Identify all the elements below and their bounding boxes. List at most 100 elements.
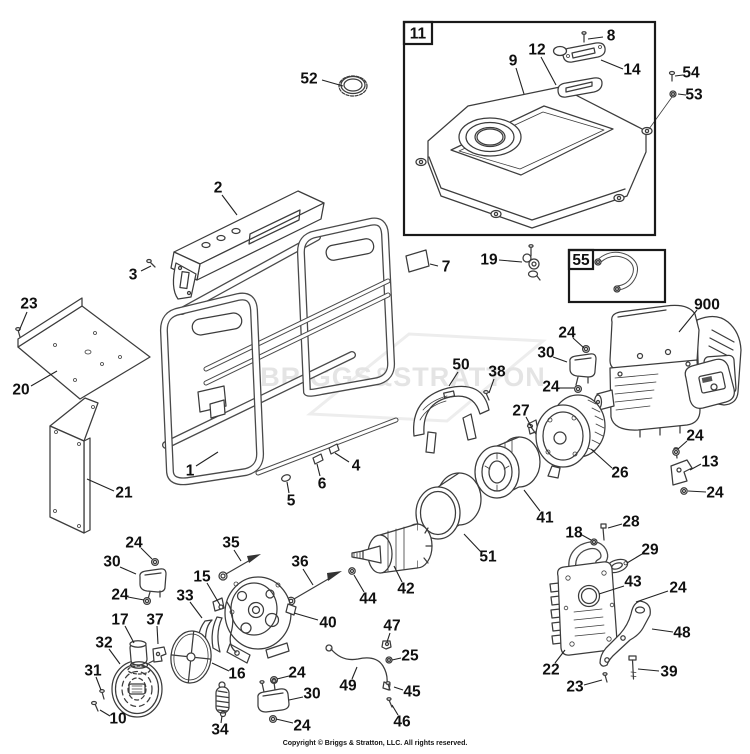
shroud-art [413,385,490,454]
bracket-48 [599,600,651,667]
callout-label: 24 [669,580,687,597]
callout-29: 29 [626,542,659,564]
mounting-plate-art [17,297,151,400]
callout-label: 24 [293,718,311,735]
callout-label: 50 [452,357,469,374]
starter-cup-art [127,640,151,675]
screw-3 [146,258,156,268]
callout-40: 40 [293,612,337,632]
callout-label: 24 [558,325,576,342]
callout-label: 48 [673,625,691,642]
callout-13: 13 [689,454,719,471]
callout-1: 1 [186,451,219,480]
inset-box-11: 11 [402,20,657,237]
callout-16: 16 [211,662,246,683]
inset-box-label: 11 [410,26,427,43]
callout-label: 24 [288,665,306,682]
callout-22: 22 [542,649,566,679]
callout-label: 900 [694,297,720,314]
callout-38: 38 [488,364,506,394]
callout-53: 53 [677,87,703,104]
callout-label: 23 [566,679,584,696]
callout-label: 14 [623,62,641,79]
nut-24 [142,596,152,606]
callout-label: 22 [542,662,559,679]
side-panel-art [49,397,99,534]
callout-24: 24 [276,665,306,682]
fuel-hose-art [594,251,638,293]
stator-art [474,436,541,499]
callout-19: 19 [480,252,523,269]
callout-label: 33 [176,588,194,605]
callout-label: 42 [397,581,414,598]
nut-24 [680,487,688,495]
callout-24: 24 [542,379,574,396]
fuel-tank-art [415,77,653,229]
nut-24 [581,344,591,354]
callout-label: 52 [300,71,317,88]
bolt-28 [600,523,607,541]
callout-label: 1 [186,463,195,480]
callout-label: 30 [537,345,554,362]
tank-cover-art [552,42,606,63]
callout-24: 24 [687,485,724,502]
callout-30: 30 [537,345,568,363]
callout-label: 30 [103,554,120,571]
callout-label: 27 [512,403,529,420]
callout-label: 28 [622,514,640,531]
callout-12: 12 [528,42,557,86]
fuel-valve-art [522,244,541,281]
callout-label: 2 [214,180,223,197]
screw-54 [668,70,676,82]
callout-10: 10 [99,709,127,728]
callout-2: 2 [214,180,238,216]
callout-label: 8 [607,28,616,45]
callout-49: 49 [339,666,358,695]
callout-7: 7 [429,259,451,276]
callout-label: 18 [565,525,583,542]
callout-label: 54 [682,65,700,82]
callout-label: 7 [442,259,451,276]
callout-48: 48 [651,625,691,642]
callout-54: 54 [674,65,700,82]
callout-label: 29 [641,542,659,559]
callout-24: 24 [111,587,145,604]
callout-label: 30 [303,686,320,703]
callout-label: 39 [660,664,678,681]
callout-label: 20 [12,382,29,399]
washer-53 [648,90,677,130]
callout-26: 26 [590,448,629,482]
blower-housing-art [527,394,606,479]
screw-10 [90,700,99,712]
callout-label: 5 [287,493,296,510]
callout-label: 36 [291,554,309,571]
callout-label: 37 [146,612,163,629]
callout-label: 9 [509,53,518,70]
callout-50: 50 [448,357,470,387]
muffler-art [549,561,618,656]
callout-label: 46 [393,714,411,731]
callout-label: 40 [319,615,336,632]
callout-24: 24 [677,428,704,450]
callout-label: 10 [109,711,126,728]
bolt-39 [628,655,637,680]
callout-label: 24 [125,535,143,552]
callout-4: 4 [334,452,361,475]
bracket-30-bottom [257,679,290,713]
callout-label: 31 [84,663,102,680]
callout-900: 900 [678,297,720,333]
bracket-30-upper [569,353,597,386]
callout-label: 49 [339,678,357,695]
callout-41: 41 [523,489,554,527]
callout-label: 24 [542,379,560,396]
callout-label: 43 [624,574,642,591]
callout-52: 52 [300,71,344,88]
callout-label: 45 [403,684,421,701]
callout-51: 51 [463,533,497,566]
screw-31 [99,688,105,700]
nut-24 [268,714,278,724]
callout-label: 19 [480,252,498,269]
callout-25: 25 [391,648,419,665]
callout-label: 17 [111,612,128,629]
